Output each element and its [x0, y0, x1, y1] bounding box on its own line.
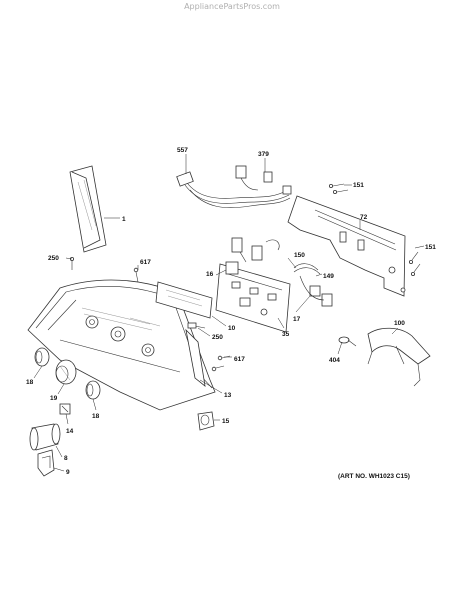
- part-13-control-console: [27, 279, 216, 411]
- part-1-manual: [69, 165, 107, 253]
- art-number: (ART NO. WH1023 C15): [338, 473, 410, 480]
- callout-72: 72: [360, 214, 368, 221]
- callout-151-right: 151: [425, 244, 436, 251]
- part-8-dispenser: [29, 423, 61, 451]
- callout-404: 404: [329, 357, 340, 364]
- watermark: AppliancePartsPros.com: [184, 2, 280, 11]
- part-151-screws: [328, 183, 421, 276]
- part-150-harness: [293, 263, 333, 307]
- callout-18-right: 18: [92, 413, 100, 420]
- callout-19: 19: [50, 395, 58, 402]
- part-35-control-board: [215, 263, 291, 333]
- callout-557: 557: [177, 147, 188, 154]
- callout-14: 14: [66, 428, 74, 435]
- part-72-back-panel: [287, 195, 406, 297]
- callout-100: 100: [394, 320, 405, 327]
- part-557-harness: [176, 165, 292, 208]
- callout-1: 1: [122, 216, 126, 223]
- callout-17: 17: [293, 316, 301, 323]
- callout-18-left: 18: [26, 379, 34, 386]
- callout-16: 16: [206, 271, 214, 278]
- callout-617-mid: 617: [234, 356, 245, 363]
- part-18-knob-right: [85, 380, 101, 400]
- callout-8: 8: [64, 455, 68, 462]
- callout-150: 150: [294, 252, 305, 259]
- part-16-switch: [225, 237, 280, 275]
- callout-617-top: 617: [140, 259, 151, 266]
- callout-9: 9: [66, 469, 70, 476]
- part-404-fitting: [338, 336, 357, 347]
- part-14-clip: [59, 403, 71, 415]
- part-19-knob-large: [55, 359, 77, 385]
- callout-35: 35: [282, 331, 290, 338]
- part-100-hose-assembly: [367, 327, 431, 387]
- callout-250-left: 250: [48, 255, 59, 262]
- part-10-ui-board: [155, 281, 213, 319]
- part-617-screws: [133, 267, 231, 372]
- callout-13: 13: [224, 392, 232, 399]
- callout-250-mid: 250: [212, 334, 223, 341]
- callout-149: 149: [323, 273, 334, 280]
- callout-10: 10: [228, 325, 236, 332]
- callout-15: 15: [222, 418, 230, 425]
- callout-379: 379: [258, 151, 269, 158]
- leader-lines: [33, 154, 425, 472]
- callout-151-top: 151: [353, 182, 364, 189]
- part-18-knob-left: [34, 347, 50, 367]
- callout-labels: 1 557 379 151 72 151 250 617 16 150 149 …: [26, 147, 436, 476]
- part-9-hinge: [37, 449, 55, 477]
- part-15-cap: [197, 411, 215, 431]
